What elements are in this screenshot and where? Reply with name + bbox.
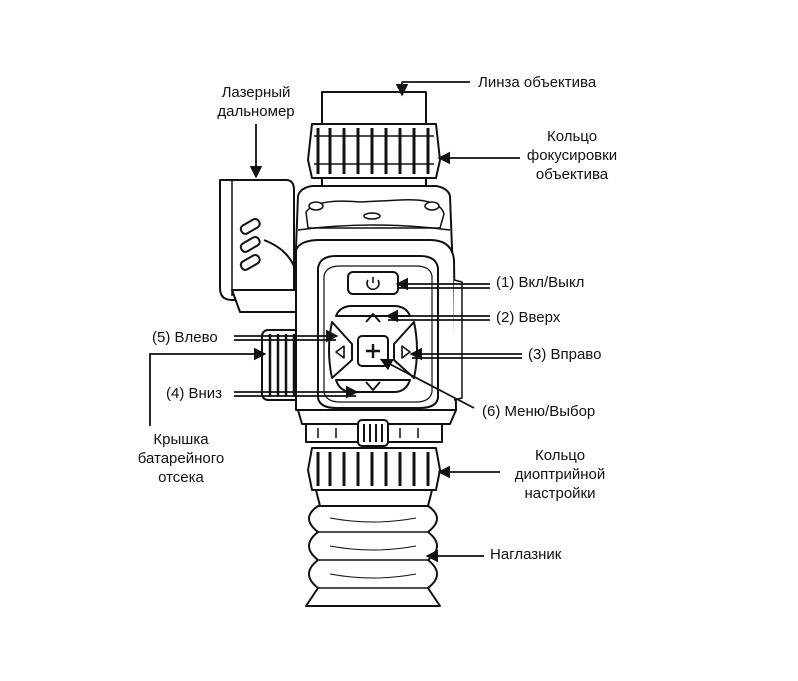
- label-rangefinder-line1: Лазерный: [221, 84, 291, 101]
- label-rangefinder-line2: дальномер: [217, 103, 295, 120]
- label-focus-ring-line2: фокусировки: [526, 147, 618, 164]
- leader-left: [234, 329, 339, 343]
- up-arrow-icon: [365, 313, 381, 323]
- leader-power: [395, 277, 490, 291]
- side-lug: [453, 279, 463, 401]
- left-arrow-icon: [335, 345, 345, 359]
- label-eyecup: Наглазник: [490, 546, 562, 563]
- label-power-button: (1) Вкл/Выкл: [496, 274, 585, 291]
- label-focus-ring: Кольцо фокусировки объектива: [516, 127, 628, 184]
- label-focus-ring-line3: объектива: [535, 166, 609, 183]
- label-diopter-ring: Кольцо диоптрийной настройки: [500, 446, 620, 503]
- lower-band: [297, 409, 457, 447]
- label-battery-cover: Крышка батарейного отсека: [126, 430, 236, 487]
- leader-menu: [379, 358, 475, 409]
- down-arrow-icon: [365, 381, 381, 391]
- eyecup: [305, 505, 441, 607]
- label-left-button: (5) Влево: [152, 329, 218, 346]
- label-objective-lens: Линза объектива: [478, 74, 597, 91]
- label-diopter-ring-line2: диоптрийной: [514, 466, 606, 483]
- label-right-button: (3) Вправо: [528, 346, 602, 363]
- right-arrow-icon: [401, 345, 411, 359]
- power-icon: [366, 277, 380, 291]
- diopter-ring: [307, 447, 441, 507]
- leader-lens: [395, 81, 470, 97]
- label-battery-cover-line1: Крышка: [153, 431, 209, 448]
- label-menu-button: (6) Меню/Выбор: [482, 403, 596, 420]
- label-up-button: (2) Вверх: [496, 309, 561, 326]
- label-focus-ring-line1: Кольцо: [546, 128, 598, 145]
- laser-rangefinder: [219, 179, 301, 313]
- leader-right: [409, 347, 522, 361]
- label-battery-cover-line3: отсека: [158, 469, 204, 486]
- focus-ring: [307, 123, 441, 195]
- label-down-button: (4) Вниз: [166, 385, 223, 402]
- label-diopter-ring-line3: настройки: [524, 485, 596, 502]
- label-battery-cover-line2: батарейного: [137, 450, 225, 467]
- leader-battery: [149, 347, 267, 426]
- leader-down: [234, 385, 359, 399]
- leader-up: [385, 309, 490, 323]
- objective-lens: [321, 91, 427, 125]
- label-rangefinder: Лазерный дальномер: [204, 83, 308, 121]
- plus-icon: [366, 344, 380, 358]
- label-diopter-ring-line1: Кольцо: [534, 447, 586, 464]
